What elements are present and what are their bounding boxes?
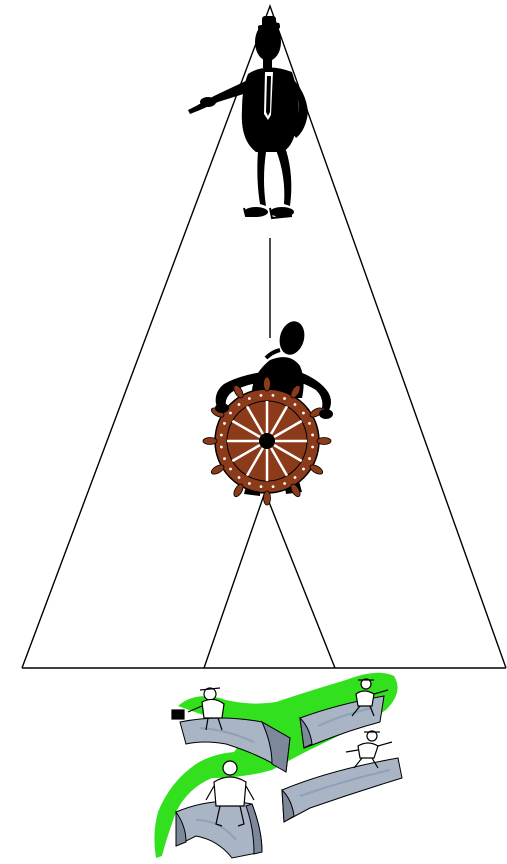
- manager-hat-crown: [262, 16, 276, 28]
- wheel-spoke: [269, 447, 289, 477]
- wheel-spoke: [269, 405, 289, 435]
- manager-tie: [266, 76, 271, 116]
- wheel-rivet: [271, 485, 275, 489]
- worker-upper-right: [351, 678, 389, 717]
- ship-wheel: [202, 376, 332, 506]
- worker-with-briefcase: [171, 687, 225, 731]
- wheel-spoke: [245, 405, 265, 435]
- pointing-manager-icon: [188, 16, 308, 220]
- worker-front: [205, 760, 255, 827]
- wheel-handle: [233, 384, 244, 399]
- manager-left-leg: [257, 150, 266, 206]
- helmsman-nose: [264, 348, 281, 360]
- wheel-rivet: [293, 403, 297, 406]
- manager-neck: [263, 58, 272, 68]
- wheel-handle: [309, 464, 324, 475]
- wheel-rivet: [237, 476, 241, 479]
- outer-pyramid-sides: [21, 3, 507, 669]
- helmsman-right-arm: [298, 372, 331, 412]
- wheel-handle: [210, 464, 225, 475]
- wheel-hub: [259, 433, 275, 449]
- helmsman-head: [279, 321, 305, 355]
- outer-pyramid: [21, 3, 507, 669]
- wheel-rivet: [237, 403, 241, 406]
- inner-pyramid: [203, 489, 336, 669]
- wheel-rivet: [259, 485, 263, 489]
- wheel-spoke: [273, 419, 303, 439]
- wheel-rivet: [283, 482, 287, 485]
- workers-on-bridges-icon: [154, 672, 403, 859]
- manager-hand: [200, 97, 216, 107]
- manager-left-shoe: [244, 207, 268, 217]
- wheel-handle: [263, 490, 271, 506]
- wheel-handle: [233, 483, 244, 498]
- wheel-handles: [202, 376, 332, 506]
- manager-back-arm: [288, 78, 308, 138]
- helmsman-left-arm: [215, 372, 264, 410]
- wheel-rivet: [223, 457, 226, 461]
- helmsman-right-hand: [319, 409, 333, 419]
- ship-wheel-helmsman-icon: [202, 321, 333, 506]
- wheel-rivet: [271, 393, 275, 397]
- wheel-handle: [316, 437, 332, 445]
- wheel-handle: [263, 376, 271, 392]
- wheel-rivet: [293, 476, 297, 479]
- wheel-spoke: [245, 447, 265, 477]
- manager-head: [255, 23, 281, 61]
- wheel-rivet: [229, 411, 232, 415]
- bridge-2: [299, 695, 385, 749]
- wheel-rivet: [302, 467, 305, 471]
- wheel-rivet: [311, 433, 315, 437]
- helmsman-left-hand: [215, 403, 229, 413]
- inner-pyramid-sides: [203, 489, 336, 669]
- wheel-spoke: [231, 419, 261, 439]
- wheel-rivet: [302, 411, 305, 415]
- manager-right-shoe: [270, 207, 294, 217]
- wheel-spoke: [273, 443, 303, 463]
- worker-middle-right: [345, 730, 393, 769]
- wheel-rivet: [223, 422, 226, 425]
- wheel-rivet: [283, 397, 286, 400]
- wheel-spoke: [231, 443, 261, 463]
- wheel-rivet: [248, 482, 251, 485]
- wheel-rivet: [259, 393, 263, 397]
- wheel-handle: [309, 407, 324, 418]
- bridge-3: [281, 757, 403, 823]
- wheel-handle: [290, 384, 301, 399]
- wheel-rivet: [311, 445, 315, 449]
- wheel-rivet: [219, 445, 223, 449]
- wheel-rivet: [219, 433, 223, 437]
- wheel-rivet: [308, 421, 311, 425]
- wheel-handle: [202, 437, 218, 445]
- wheel-rivet: [247, 397, 251, 400]
- wheel-spokes: [219, 393, 315, 489]
- wheel-rivet: [308, 457, 311, 460]
- wheel-handle: [290, 483, 301, 498]
- manager-right-leg: [276, 150, 292, 206]
- wheel-rivet: [229, 467, 232, 471]
